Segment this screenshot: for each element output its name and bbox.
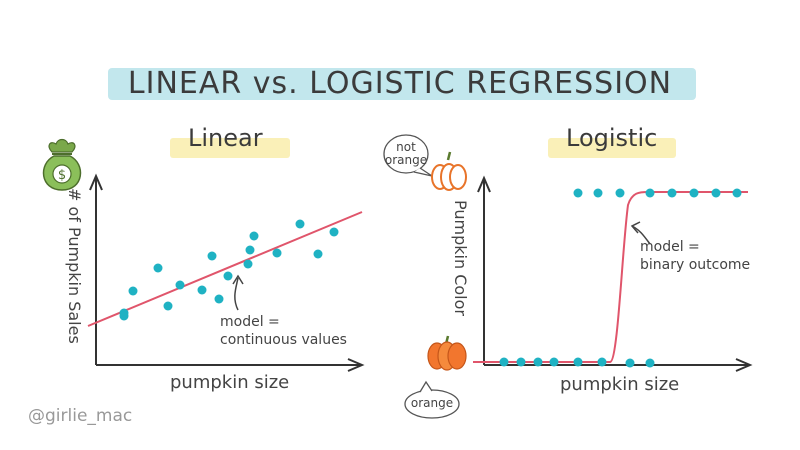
linear-dot-3	[128, 286, 138, 296]
orange-label: orange	[410, 396, 454, 410]
linear-dot-11	[243, 259, 253, 269]
white-pumpkin-icon	[431, 151, 467, 191]
logistic-model-curve	[473, 191, 748, 363]
logistic-dot-1	[499, 357, 509, 367]
logistic-dot-3	[533, 357, 543, 367]
logistic-dot-15	[711, 188, 721, 198]
money-bag-icon: $	[42, 138, 82, 191]
logistic-dot-7	[625, 358, 635, 368]
logistic-x-axis-label: pumpkin size	[560, 374, 680, 395]
linear-dot-5	[163, 301, 173, 311]
signature: @girlie_mac	[28, 406, 133, 426]
logistic-annotation: model = binary outcome	[640, 238, 750, 274]
linear-dot-9	[214, 294, 224, 304]
linear-axes	[89, 173, 365, 372]
linear-dot-4	[153, 263, 163, 273]
logistic-annotation-line2: binary outcome	[640, 257, 751, 273]
logistic-panel-title: Logistic	[566, 124, 658, 152]
logistic-axes	[477, 175, 753, 372]
svg-text:$: $	[58, 168, 66, 183]
linear-annotation-line1: model =	[220, 314, 280, 330]
logistic-x-arrow	[735, 358, 753, 372]
logistic-dot-10	[593, 188, 603, 198]
logistic-dot-13	[667, 188, 677, 198]
linear-dot-7	[197, 285, 207, 295]
orange-pumpkin-icon	[427, 335, 467, 371]
linear-x-arrow	[347, 358, 365, 372]
logistic-dot-11	[615, 188, 625, 198]
linear-dot-13	[249, 231, 259, 241]
logistic-dot-14	[689, 188, 699, 198]
linear-dot-2	[119, 311, 129, 321]
linear-y-arrow	[89, 173, 103, 191]
logistic-annotation-line1: model =	[640, 239, 700, 255]
not-orange-label: not orange	[384, 141, 428, 167]
logistic-dot-12	[645, 188, 655, 198]
not-orange-label-line2: orange	[384, 153, 428, 167]
linear-annotation-arrow	[234, 277, 239, 311]
logistic-y-axis-label: Pumpkin Color	[451, 200, 470, 316]
logistic-title-highlight	[548, 138, 676, 158]
linear-dot-14	[272, 248, 282, 258]
logistic-dot-8	[645, 358, 655, 368]
logistic-dot-2	[516, 357, 526, 367]
linear-dot-17	[329, 227, 339, 237]
linear-annotation-arrowhead	[232, 274, 244, 285]
logistic-y-arrow	[477, 175, 491, 193]
linear-dots	[119, 219, 339, 321]
linear-annotation: model = continuous values	[220, 313, 347, 349]
linear-model-line	[87, 211, 363, 327]
logistic-dot-6	[597, 357, 607, 367]
logistic-annotation-arrowhead	[630, 221, 641, 234]
linear-panel-title: Linear	[188, 124, 263, 152]
linear-y-axis-label: # of Pumpkin Sales	[65, 188, 84, 344]
linear-dot-15	[295, 219, 305, 229]
linear-x-axis-label: pumpkin size	[170, 372, 290, 393]
linear-annotation-line2: continuous values	[220, 332, 347, 348]
logistic-dot-16	[732, 188, 742, 198]
logistic-dot-5	[573, 357, 583, 367]
linear-dot-16	[313, 249, 323, 259]
orange-bubble	[404, 380, 460, 419]
main-title: LINEAR vs. LOGISTIC REGRESSION	[127, 66, 673, 101]
linear-dot-6	[175, 280, 185, 290]
logistic-dot-9	[573, 188, 583, 198]
linear-title-highlight	[170, 138, 290, 158]
logistic-dot-4	[549, 357, 559, 367]
linear-dot-10	[223, 271, 233, 281]
linear-dot-8	[207, 251, 217, 261]
linear-dot-12	[245, 245, 255, 255]
logistic-dots	[499, 188, 742, 368]
not-orange-label-line1: not	[396, 140, 416, 154]
title-highlight	[108, 68, 696, 100]
